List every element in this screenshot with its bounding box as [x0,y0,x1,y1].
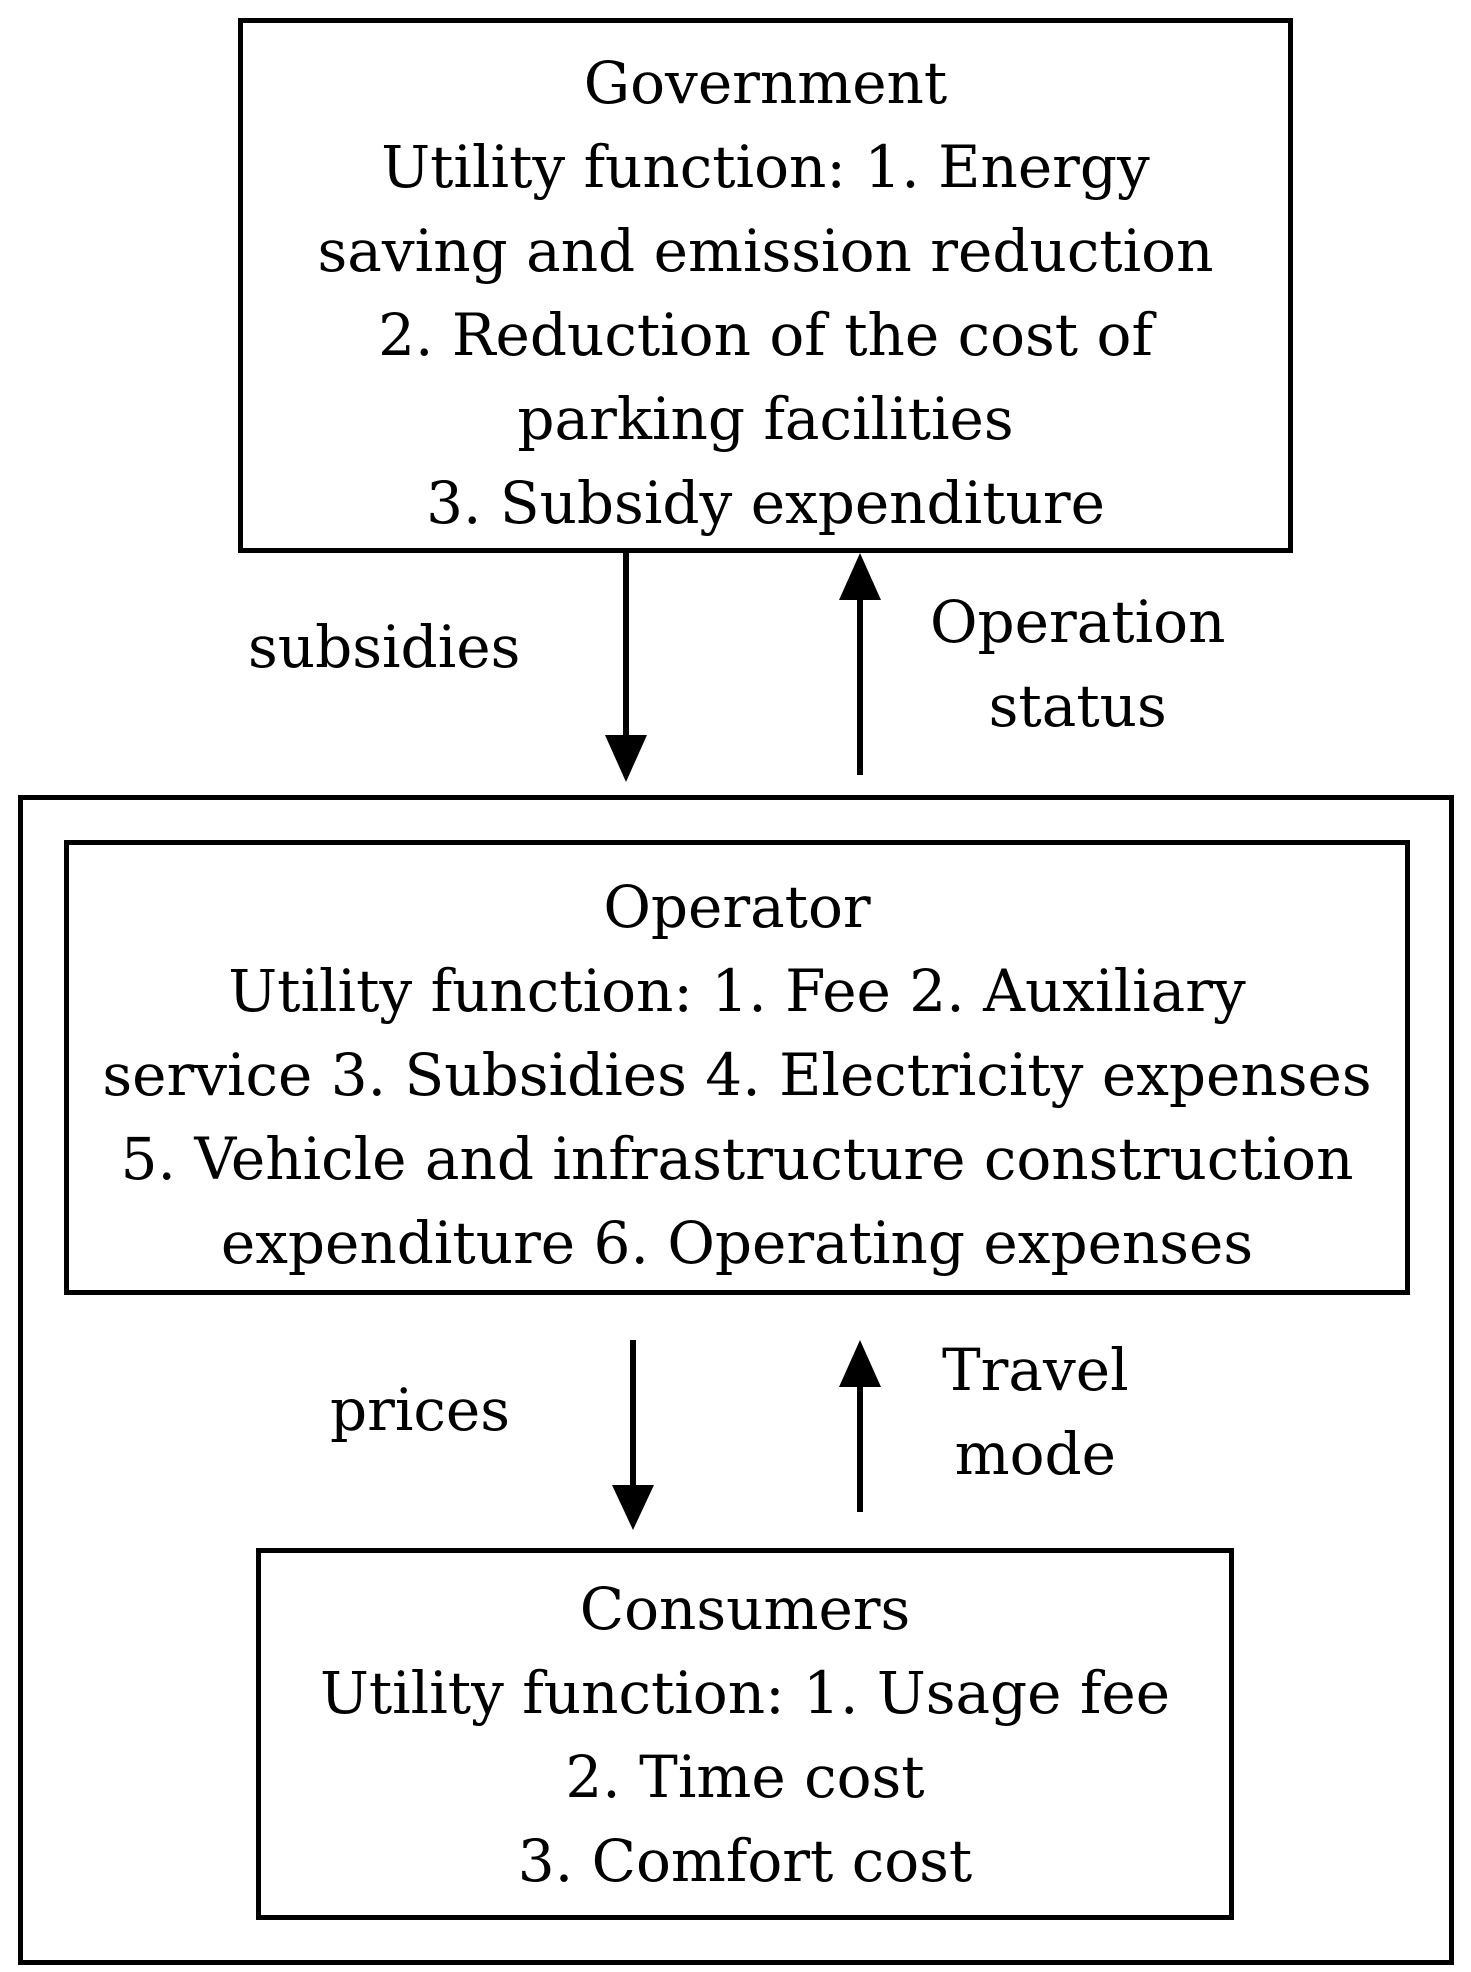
government-line-2: saving and emission reduction [317,217,1214,285]
subsidies-arrow [605,553,647,782]
travel-mode-line-2: mode [954,1420,1116,1488]
consumers-text: Consumers Utility function: 1. Usage fee… [261,1567,1229,1903]
consumers-line-2: 2. Time cost [565,1743,925,1811]
government-line-5: 3. Subsidy expenditure [426,469,1105,537]
operator-title: Operator [603,873,871,941]
operation-status-line-2: status [988,672,1167,740]
operation-status-label: Operation status [930,580,1225,748]
travel-mode-line-1: Travel [942,1336,1129,1404]
subsidies-label: subsidies [248,613,521,681]
prices-label: prices [330,1376,510,1444]
operator-line-2: service 3. Subsidies 4. Electricity expe… [102,1041,1372,1109]
consumers-box: Consumers Utility function: 1. Usage fee… [256,1548,1234,1920]
travel-mode-arrow [839,1340,881,1512]
government-title: Government [583,49,948,117]
operator-line-1: Utility function: 1. Fee 2. Auxiliary [228,957,1246,1025]
operation-status-line-1: Operation [930,588,1226,656]
government-line-1: Utility function: 1. Energy [381,133,1150,201]
operator-text: Operator Utility function: 1. Fee 2. Aux… [69,865,1405,1285]
consumers-line-3: 3. Comfort cost [517,1827,973,1895]
government-line-3: 2. Reduction of the cost of [378,301,1153,369]
operation-status-arrow [839,553,881,775]
operator-box: Operator Utility function: 1. Fee 2. Aux… [64,840,1410,1295]
government-text: Government Utility function: 1. Energy s… [243,41,1288,545]
government-box: Government Utility function: 1. Energy s… [238,18,1293,553]
government-line-4: parking facilities [517,385,1014,453]
prices-arrow [612,1340,654,1530]
travel-mode-label: Travel mode [942,1328,1129,1496]
consumers-title: Consumers [579,1575,911,1643]
consumers-line-1: Utility function: 1. Usage fee [319,1659,1171,1727]
operator-line-3: 5. Vehicle and infrastructure constructi… [120,1125,1354,1193]
operator-line-4: expenditure 6. Operating expenses [220,1209,1254,1277]
